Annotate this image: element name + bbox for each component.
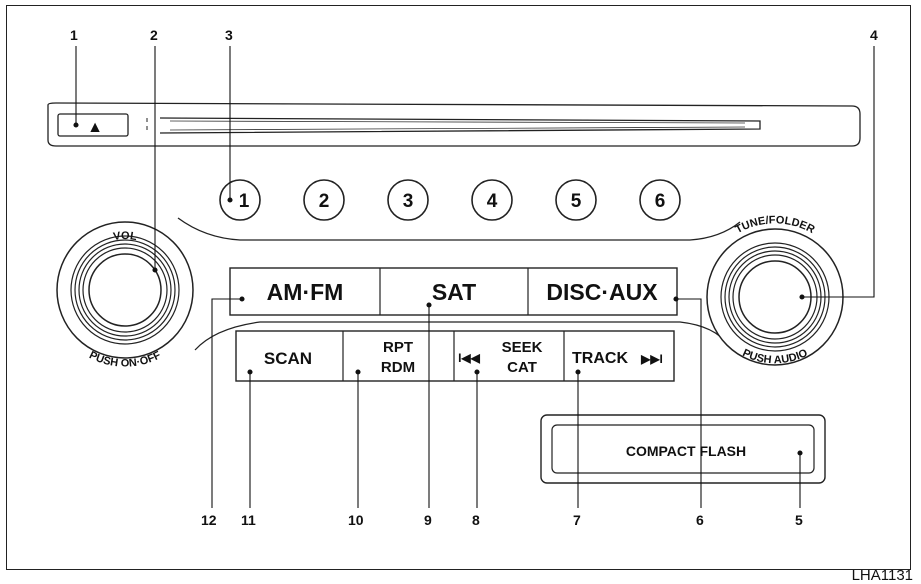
callout-6: 6	[696, 512, 704, 528]
callout-7: 7	[573, 512, 581, 528]
am-fm-label: AM·FM	[267, 279, 344, 305]
callout-11: 11	[241, 512, 256, 528]
preset-label-4: 4	[487, 191, 498, 212]
eject-icon: ▲	[87, 119, 103, 136]
callout-10: 10	[348, 512, 364, 528]
sat-label: SAT	[432, 279, 476, 305]
mode-button-bar: AM·FM SAT DISC·AUX	[229, 267, 678, 316]
preset-buttons: 1 2 3 4 5 6	[219, 179, 681, 221]
track-next-icon: ▶▶I	[640, 352, 663, 366]
preset-label-6: 6	[655, 191, 666, 212]
scan-label: SCAN	[264, 349, 312, 368]
compact-flash-slot[interactable]: COMPACT FLASH	[540, 414, 826, 484]
callout-numbers: 1 2 3 4 5 6 7 8 9 10 11 12	[70, 27, 878, 528]
callout-1: 1	[70, 27, 78, 43]
tune-folder-knob[interactable]: TUNE/FOLDER PUSH AUDIO	[706, 214, 844, 366]
compact-flash-label: COMPACT FLASH	[626, 443, 746, 459]
rpt-label: RPT	[383, 339, 413, 356]
rdm-label: RDM	[381, 359, 415, 376]
knob-label-vol: VOL	[112, 230, 138, 243]
preset-button-2[interactable]	[303, 179, 345, 221]
callout-9: 9	[424, 512, 432, 528]
preset-label-5: 5	[571, 191, 582, 212]
seek-label: SEEK	[502, 339, 543, 356]
callout-4: 4	[870, 27, 878, 43]
seek-prev-icon: I◀◀	[458, 351, 481, 365]
preset-button-5[interactable]	[555, 179, 597, 221]
callout-2: 2	[150, 27, 158, 43]
track-label: TRACK	[572, 350, 628, 367]
figure-code: LHA1131	[851, 567, 913, 584]
volume-knob[interactable]: VOL PUSH ON·OFF	[56, 221, 194, 370]
cd-slot-housing: ▲	[47, 102, 861, 147]
function-button-bar: SCAN RPT RDM I◀◀ SEEK CAT TRACK ▶▶I	[235, 330, 675, 382]
preset-label-1: 1	[239, 191, 250, 212]
preset-button-4[interactable]	[471, 179, 513, 221]
preset-button-3[interactable]	[387, 179, 429, 221]
callout-8: 8	[472, 512, 480, 528]
figure-frame	[6, 5, 911, 570]
preset-label-3: 3	[403, 191, 414, 212]
cat-label: CAT	[507, 359, 537, 376]
preset-button-6[interactable]	[639, 179, 681, 221]
callout-3: 3	[225, 27, 233, 43]
callout-5: 5	[795, 512, 803, 528]
cd-slot[interactable]	[159, 117, 761, 134]
callout-leaders	[73, 46, 875, 508]
callout-12: 12	[201, 512, 217, 528]
preset-label-2: 2	[319, 191, 330, 212]
disc-aux-label: DISC·AUX	[546, 279, 658, 305]
panel-contour	[177, 217, 741, 351]
